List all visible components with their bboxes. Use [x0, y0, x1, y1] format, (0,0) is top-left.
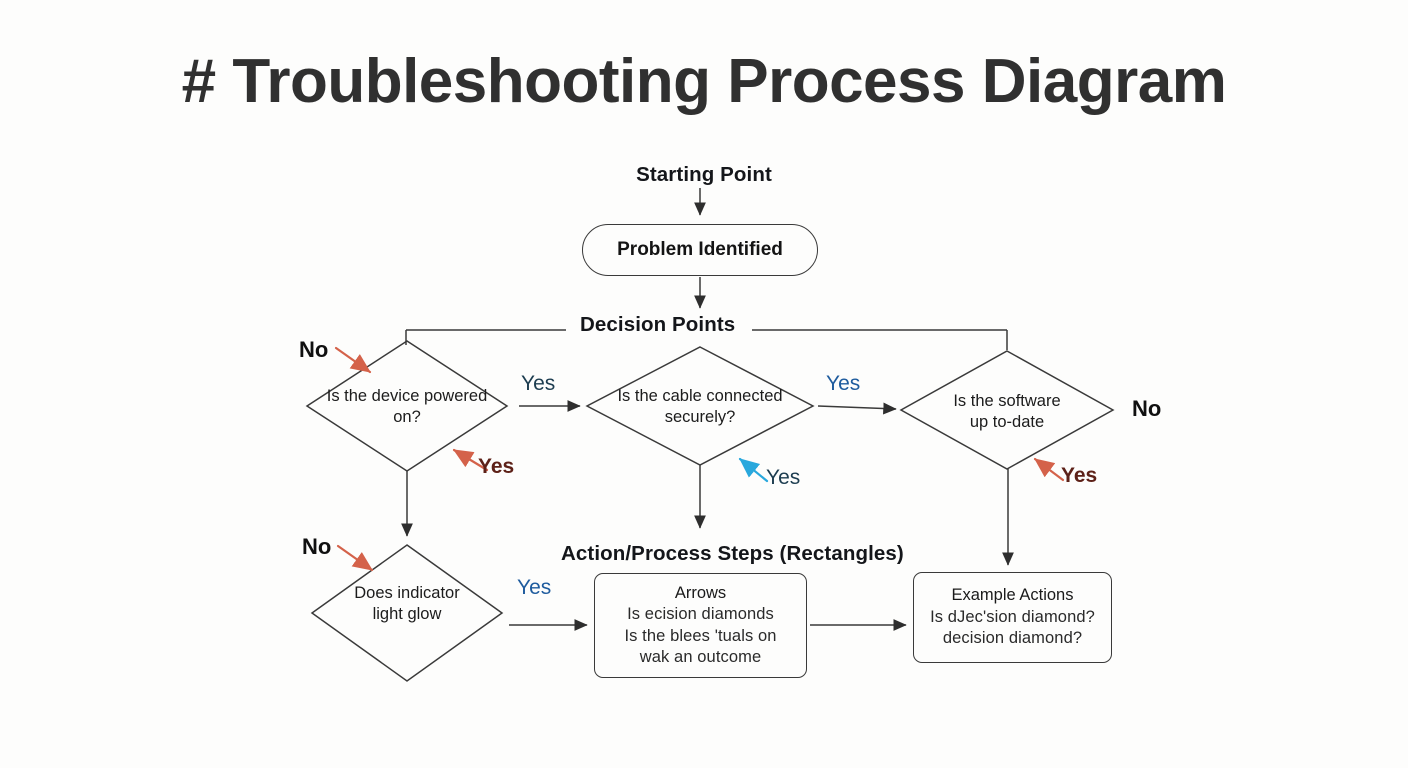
node-action-example-label: Example Actions Is dJec'sion diamond? de…	[930, 585, 1095, 650]
node-action-arrows[interactable]: Arrows Is ecision diamonds Is the blees …	[594, 573, 807, 678]
node-problem-identified-label: Problem Identified	[617, 239, 783, 260]
annotation-label-yes-software: Yes	[1061, 464, 1098, 487]
decision-cable-connected-line2: securely?	[664, 408, 736, 426]
annotation-label-no-device-powered: No	[299, 337, 329, 362]
action-arrows-line2: Is ecision diamonds	[627, 605, 774, 623]
page-title: # Troubleshooting Process Diagram	[181, 47, 1227, 116]
annotation-label-no-indicator-light: No	[302, 534, 332, 559]
node-decision-device-powered-label: Is the device powered on?	[307, 386, 507, 428]
annotation-arrow-no-indicator-light	[336, 544, 374, 572]
decision-device-powered-line1: Is the device powered	[326, 387, 488, 405]
decision-software-updated-line2: up to-date	[969, 413, 1045, 431]
diamond-cable-connected	[585, 346, 815, 466]
annotation-label-yes-to-cable: Yes	[521, 372, 556, 395]
annotation-label-yes-device-powered: Yes	[478, 455, 515, 478]
action-arrows-line4: wak an outcome	[639, 648, 762, 666]
node-problem-identified[interactable]: Problem Identified	[582, 224, 818, 276]
action-arrows-line3: Is the blees 'tuals on	[624, 626, 777, 645]
annotation-arrow-yes-cable-secure	[738, 457, 769, 483]
action-arrows-line1: Arrows	[674, 583, 727, 602]
decision-indicator-light-line2: light glow	[372, 605, 442, 623]
diamond-device-powered	[305, 340, 509, 472]
section-heading-starting-point: Starting Point	[636, 163, 772, 186]
decision-device-powered-line2: on?	[393, 408, 421, 426]
decision-cable-connected-line1: Is the cable connected	[617, 387, 783, 405]
section-heading-action-steps: Action/Process Steps (Rectangles)	[553, 542, 912, 566]
diamond-indicator-light	[310, 544, 504, 682]
decision-indicator-light-line1: Does indicator	[354, 584, 460, 602]
annotation-label-yes-cable-secure: Yes	[766, 466, 801, 489]
annotation-label-yes-indicator-light: Yes	[517, 576, 552, 599]
action-example-line1: Example Actions	[951, 586, 1074, 605]
annotation-arrow-no-device-powered	[334, 346, 372, 374]
section-heading-decision-points: Decision Points	[571, 313, 745, 337]
node-decision-indicator-light-label: Does indicator light glow	[307, 583, 507, 625]
node-decision-software-updated-label: Is the software up to-date	[907, 391, 1107, 433]
connector-d2-to-d3	[817, 402, 897, 415]
action-example-line2: Is dJec'sion diamond?	[930, 607, 1095, 626]
action-example-line3: decision diamond?	[942, 629, 1083, 648]
node-decision-cable-connected-label: Is the cable connected securely?	[600, 386, 800, 428]
annotation-label-no-software: No	[1132, 396, 1162, 421]
diamond-software-updated	[899, 350, 1115, 470]
annotation-label-yes-to-software: Yes	[826, 372, 861, 395]
annotation-arrow-yes-software	[1033, 457, 1065, 482]
node-action-arrows-label: Arrows Is ecision diamonds Is the blees …	[624, 583, 776, 669]
decision-software-updated-line1: Is the software	[953, 392, 1061, 410]
node-action-example[interactable]: Example Actions Is dJec'sion diamond? de…	[913, 572, 1112, 663]
